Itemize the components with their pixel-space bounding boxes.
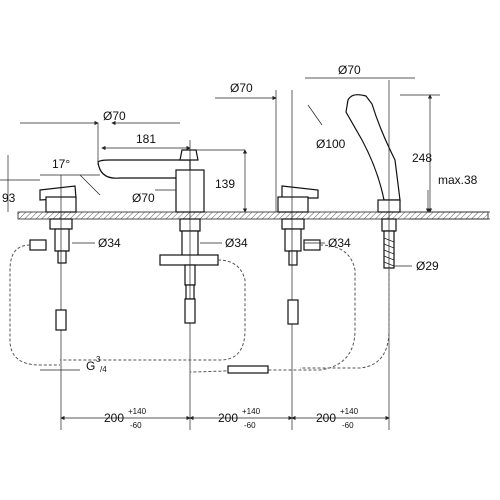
label-d34-left: Ø34 xyxy=(98,236,121,250)
dim-spacing-row: 200 +140 -60 200 +140 -60 200 +140 -60 xyxy=(60,407,390,430)
label-d70-base: Ø70 xyxy=(132,191,155,205)
dim-d34-right: Ø34 xyxy=(304,236,351,250)
dim-d34-mid: Ø34 xyxy=(200,236,248,250)
label-spacing3-minus: -60 xyxy=(342,421,354,430)
dim-spout-diameter: Ø70 xyxy=(20,109,180,165)
label-17deg: 17° xyxy=(52,157,70,171)
label-max38: max.38 xyxy=(438,173,478,187)
dim-139: 139 xyxy=(215,149,248,213)
dim-shower-diameter: Ø70 xyxy=(305,63,415,79)
dim-shower-head: Ø100 xyxy=(307,104,346,151)
label-d29: Ø29 xyxy=(416,259,439,273)
label-181: 181 xyxy=(136,132,156,146)
label-d100: Ø100 xyxy=(316,137,346,151)
label-spacing1: 200 xyxy=(104,411,124,425)
hand-shower xyxy=(345,80,401,430)
label-spacing3-plus: +140 xyxy=(340,407,359,416)
dim-spout-length: 181 xyxy=(101,132,245,151)
dim-d34-left: Ø34 xyxy=(72,236,121,250)
dim-thread: G 3 /4 xyxy=(40,355,107,374)
label-93: 93 xyxy=(2,191,16,205)
label-d34-right: Ø34 xyxy=(328,236,351,250)
label-thread-sub: /4 xyxy=(100,365,107,374)
dim-248: 248 xyxy=(400,94,440,213)
label-spacing1-minus: -60 xyxy=(130,421,142,430)
label-thread-sup: 3 xyxy=(96,355,101,364)
label-d70-mixer: Ø70 xyxy=(230,81,253,95)
dim-angle: 17° xyxy=(40,157,101,196)
left-handle-valve xyxy=(29,175,77,430)
label-spacing3: 200 xyxy=(316,411,336,425)
label-spacing2-plus: +140 xyxy=(242,407,261,416)
label-139: 139 xyxy=(215,177,235,191)
label-thread-g: G xyxy=(86,359,95,373)
dim-base-diameter: Ø70 xyxy=(132,189,176,205)
label-spacing1-plus: +140 xyxy=(128,407,147,416)
dim-d29: Ø29 xyxy=(394,259,439,273)
label-d70-spout: Ø70 xyxy=(103,109,126,123)
hoses xyxy=(9,244,390,374)
dim-max38: max.38 xyxy=(410,173,490,220)
label-spacing2: 200 xyxy=(218,411,238,425)
label-d70-shower: Ø70 xyxy=(338,63,361,77)
right-handle-valve xyxy=(277,90,321,430)
countertop xyxy=(17,211,489,220)
label-spacing2-minus: -60 xyxy=(244,421,256,430)
label-248: 248 xyxy=(412,151,432,165)
label-d34-mid: Ø34 xyxy=(225,236,248,250)
spout xyxy=(97,140,219,430)
dim-93: 93 xyxy=(0,155,40,212)
dim-mixer-diameter: Ø70 xyxy=(215,81,277,212)
